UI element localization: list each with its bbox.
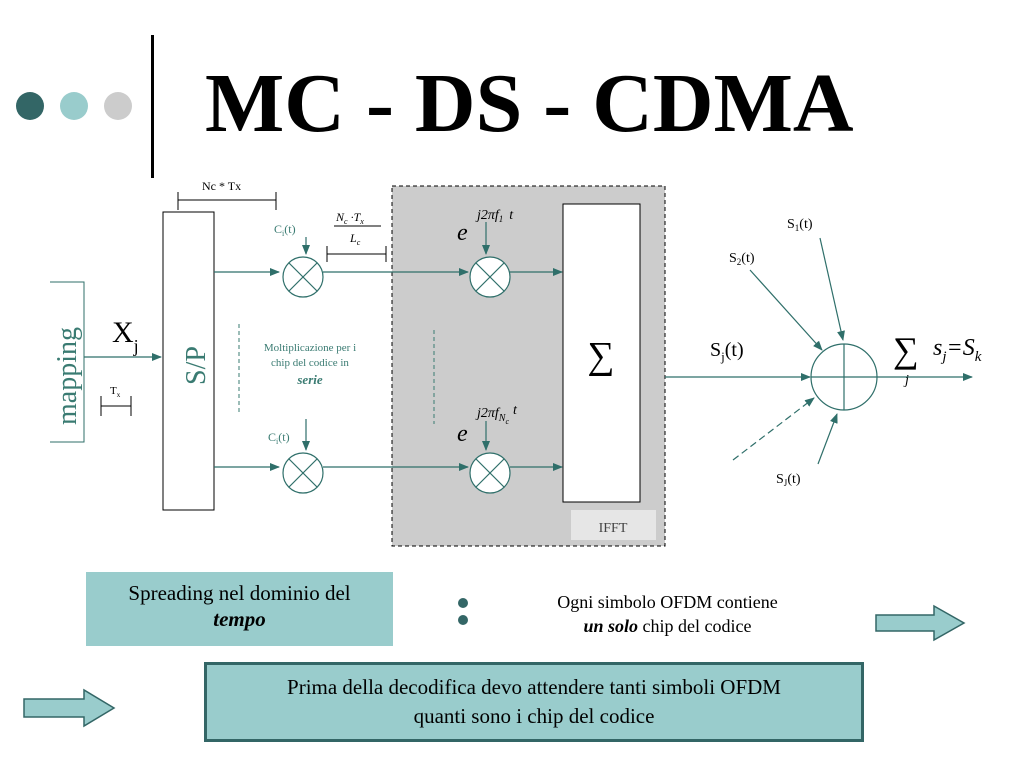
multiplier-exp-bottom [469, 452, 511, 494]
decode-box: Prima della decodifica devo attendere ta… [204, 662, 864, 742]
dot-mid [60, 92, 88, 120]
bullet-1 [458, 598, 468, 608]
out-expression: sj=Sk [933, 335, 982, 365]
out-sigma: ∑ [893, 330, 919, 370]
exp-bottom-power: j2πfNct [475, 403, 518, 426]
bullet-2 [458, 615, 468, 625]
left-arrow-icon [23, 688, 116, 728]
fraction-denominator: Lc [349, 231, 361, 247]
spreading-line1: Spreading nel dominio del [128, 581, 351, 605]
ofdm-note-line1: Ogni simbolo OFDM contiene [557, 592, 778, 612]
multiplier-exp-top [469, 256, 511, 298]
mult-note-line2: chip del codice in [271, 357, 349, 369]
decode-line2: quanti sono i chip del codice [413, 704, 655, 728]
sj-label: Sj(t) [710, 339, 744, 364]
adder-circle [810, 343, 878, 411]
sum-block [562, 203, 641, 503]
sum-symbol: ∑ [587, 335, 614, 377]
ofdm-note: Ogni simbolo OFDM contiene un solo chip … [495, 590, 840, 638]
multiplier-chip-top [282, 256, 324, 298]
chip-top-label: Ci(t) [274, 222, 296, 238]
page-title: MC - DS - CDMA [205, 57, 854, 150]
multiplier-chip-bottom [282, 452, 324, 494]
exp-bottom: e [457, 421, 468, 447]
s2-label: S2(t) [729, 251, 755, 267]
mult-note-line3: serie [296, 372, 323, 387]
nc-tx-label: Nc * Tx [202, 179, 241, 193]
ifft-label: IFFT [599, 521, 628, 536]
mapping-bracket [50, 281, 85, 443]
xj-label: Xj [112, 316, 139, 356]
s1-label: S1(t) [787, 217, 813, 233]
ifft-label-box [571, 510, 656, 540]
exp-top: e [457, 220, 468, 246]
dot-light [104, 92, 132, 120]
right-arrow-icon [875, 604, 966, 642]
sJ-label: SJ(t) [776, 472, 801, 488]
out-index: j [903, 373, 909, 388]
spreading-box: Spreading nel dominio del tempo [86, 572, 393, 646]
mult-note-line1: Moltiplicazione per i [264, 342, 356, 354]
tx-label: Tx [110, 385, 121, 399]
decode-line1: Prima della decodifica devo attendere ta… [287, 675, 781, 699]
sp-block [162, 211, 215, 511]
sp-label: S/P [181, 346, 212, 385]
mapping-label: mapping [52, 327, 83, 425]
fraction-numerator: Nc ·Tx [335, 210, 364, 226]
chip-bottom-label: Ci(t) [268, 430, 290, 446]
title-divider [151, 35, 154, 178]
spreading-line2: tempo [213, 607, 266, 631]
dot-dark [16, 92, 44, 120]
ofdm-note-line2: un solo chip del codice [583, 616, 752, 636]
